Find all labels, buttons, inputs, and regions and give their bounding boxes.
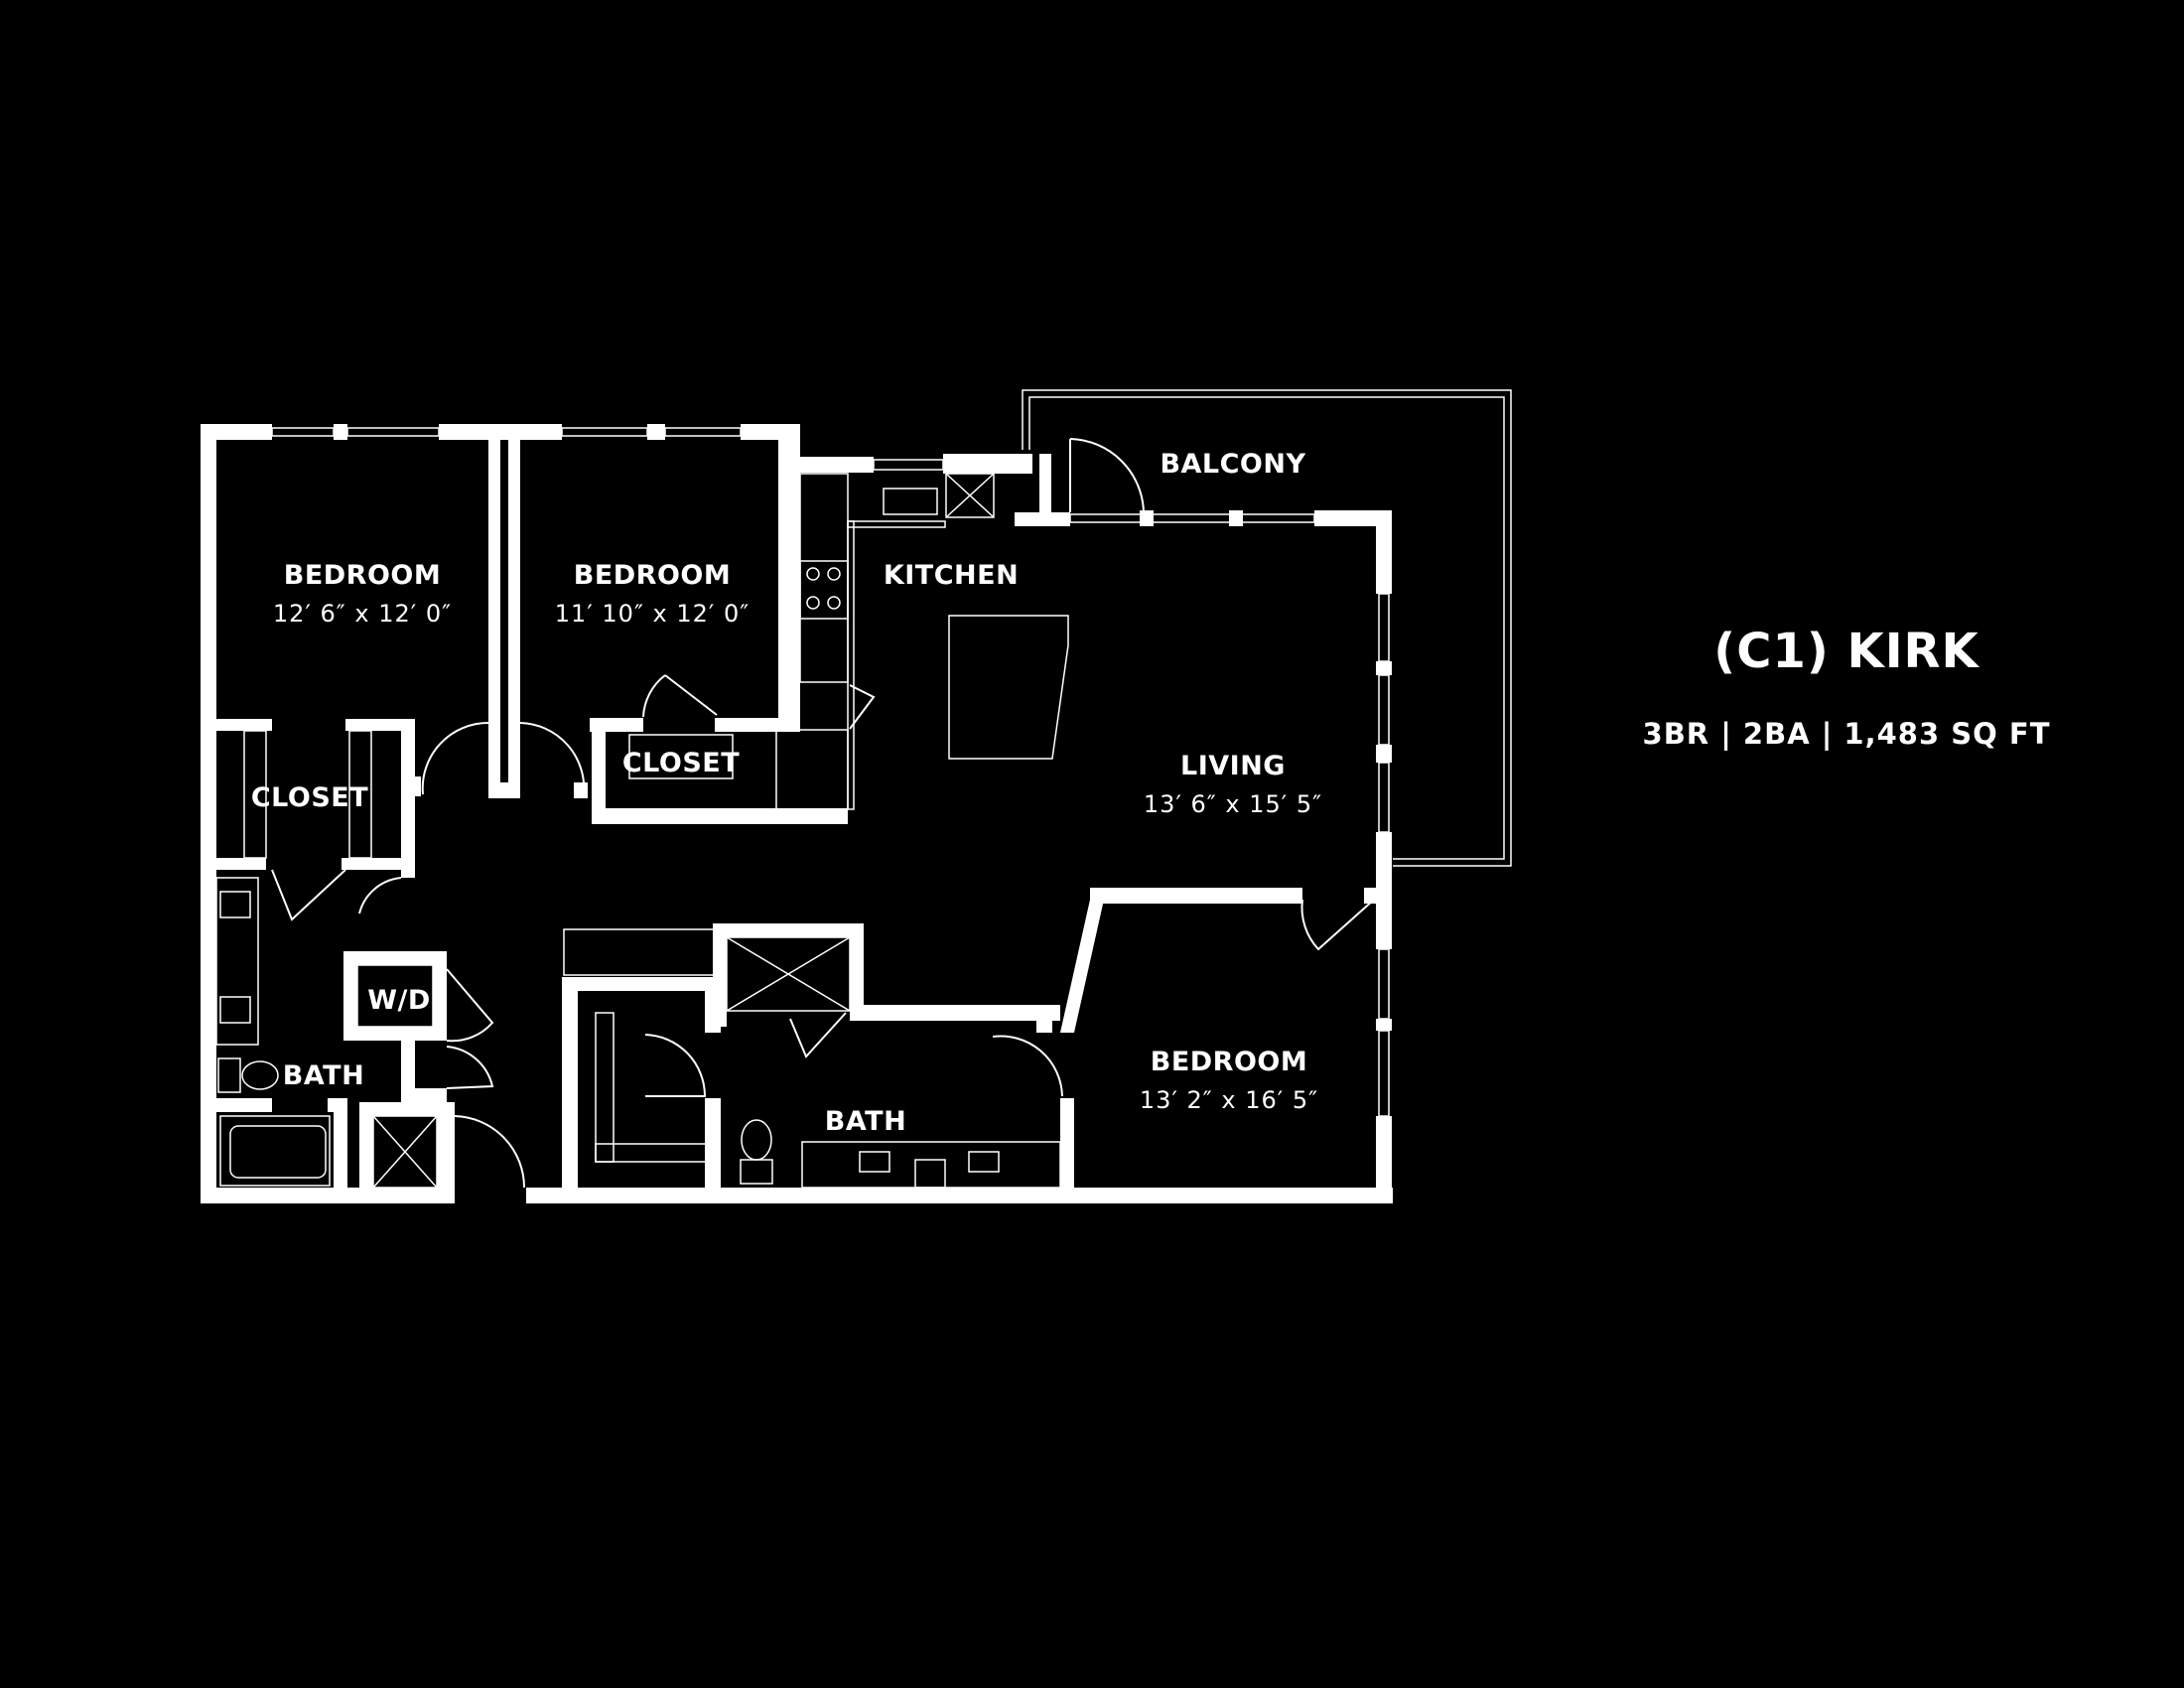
bedroom2-label: BEDROOM [574,560,732,591]
interior-walls [215,440,1378,1203]
wd-label: W/D [367,985,431,1016]
bedroom3-dims: 13′ 2″ x 16′ 5″ [1140,1086,1318,1114]
unit-title: (C1) KIRK [1713,624,1979,679]
unit-summary: 3BR | 2BA | 1,483 SQ FT [1642,717,2051,751]
balcony-outline [1022,389,1512,867]
balcony-label: BALCONY [1160,449,1305,480]
closet-left-label: CLOSET [251,782,368,813]
bedroom2-dims: 11′ 10″ x 12′ 0″ [555,600,750,628]
living-label: LIVING [1180,751,1286,781]
bath-center-label: BATH [825,1106,906,1137]
closet-mid-label: CLOSET [622,748,740,778]
bedroom1-dims: 12′ 6″ x 12′ 0″ [273,600,452,628]
doors [271,438,1375,1189]
bath-left-label: BATH [283,1060,364,1091]
bedroom1-label: BEDROOM [284,560,442,591]
exterior-walls [201,424,1393,1203]
bedroom3-label: BEDROOM [1151,1047,1308,1077]
living-dims: 13′ 6″ x 15′ 5″ [1144,790,1322,818]
kitchen-label: KITCHEN [884,560,1019,591]
